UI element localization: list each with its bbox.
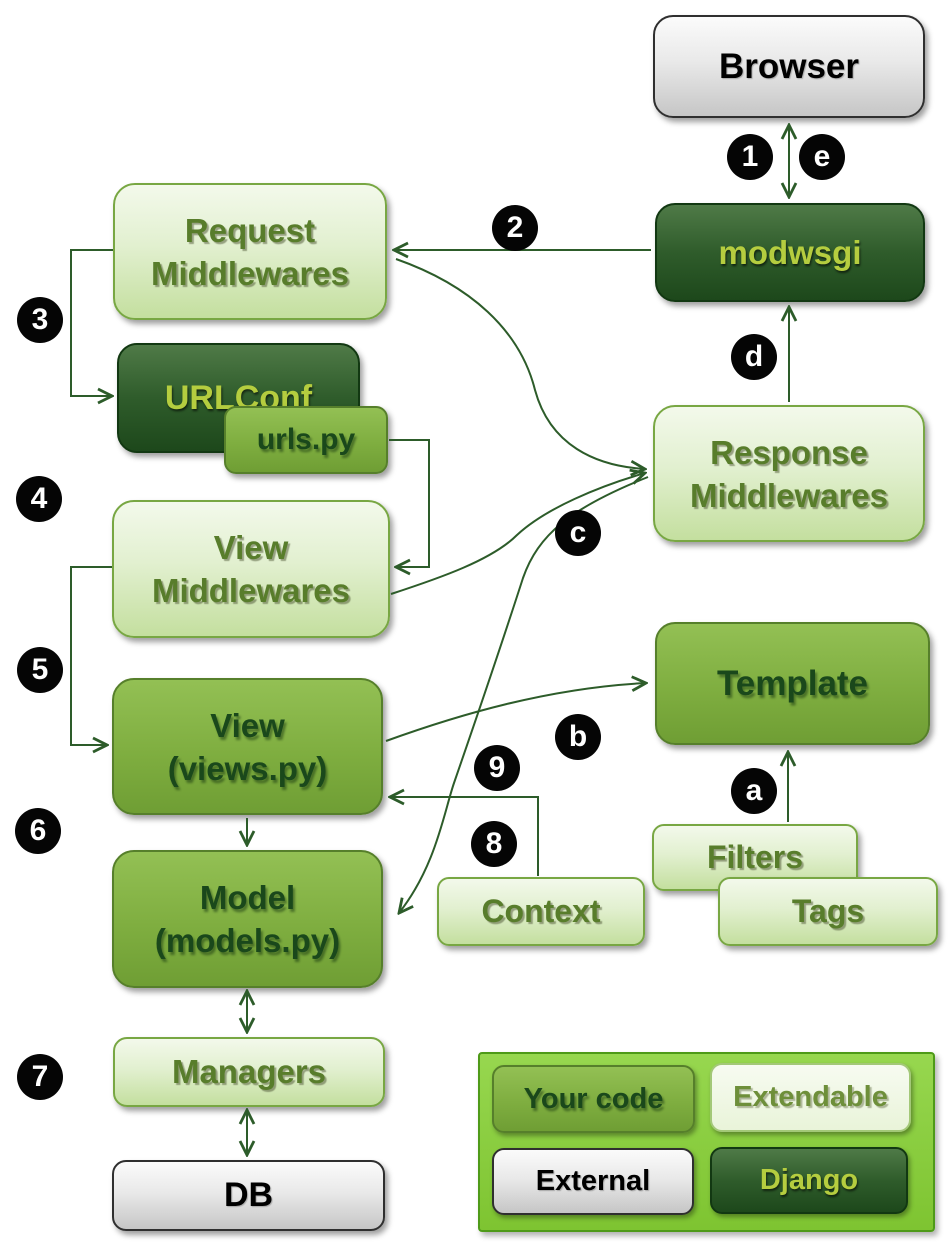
node-managers-label: Managers [171, 1053, 327, 1090]
node-model-line1: Model [199, 879, 296, 916]
legend-item-extendable: Extendable [710, 1063, 911, 1132]
legend-item-your-code: Your code [492, 1065, 695, 1133]
node-model-line2: (models.py) [154, 922, 341, 959]
badge-step-6: 6 [15, 808, 61, 854]
badge-step-3: 3 [17, 297, 63, 343]
edge-request-middlewares-response-middlewares [395, 258, 645, 469]
badge-step-2: 2 [492, 205, 538, 251]
badge-step-4: 4 [16, 476, 62, 522]
badge-step-5: 5 [17, 647, 63, 693]
badge-step-d: d [731, 334, 777, 380]
badge-step-9: 9 [474, 745, 520, 791]
node-view-line2: (views.py) [167, 749, 328, 787]
node-db: DB [112, 1160, 385, 1231]
node-context: Context [437, 877, 645, 946]
node-tags-label: Tags [791, 893, 865, 929]
node-tags: Tags [718, 877, 938, 946]
node-browser: Browser [653, 15, 925, 118]
node-view-middlewares-line1: View [213, 529, 289, 566]
legend-panel: Your code Extendable External Django [478, 1052, 935, 1232]
edge-urlspy-view-middlewares [389, 439, 430, 567]
node-response-middlewares: Response Middlewares [653, 405, 925, 542]
node-db-label: DB [223, 1176, 274, 1214]
node-template-label: Template [716, 663, 869, 703]
badge-step-c: c [555, 510, 601, 556]
edge-request-middlewares-urlconf [70, 249, 113, 396]
edge-response-middlewares-model [399, 476, 649, 913]
node-request-middlewares: Request Middlewares [113, 183, 387, 320]
node-view: View (views.py) [112, 678, 383, 815]
node-view-middlewares-line2: Middlewares [151, 572, 351, 609]
node-view-middlewares: View Middlewares [112, 500, 390, 638]
edge-view-middlewares-response-middlewares [390, 473, 645, 595]
edge-view-template [385, 683, 646, 742]
node-view-line1: View [210, 706, 285, 744]
edge-view-middlewares-view [70, 566, 112, 745]
node-template: Template [655, 622, 930, 745]
node-response-middlewares-line2: Middlewares [689, 476, 889, 514]
node-request-middlewares-line2: Middlewares [150, 254, 350, 292]
node-urls-py: urls.py [224, 406, 388, 474]
node-response-middlewares-line1: Response [710, 433, 868, 471]
node-modwsgi-label: modwsgi [718, 233, 862, 271]
node-context-label: Context [481, 893, 601, 929]
badge-step-a: a [731, 768, 777, 814]
node-browser-label: Browser [718, 46, 860, 86]
node-managers: Managers [113, 1037, 385, 1107]
node-filters-label: Filters [706, 839, 804, 875]
badge-step-8: 8 [471, 821, 517, 867]
node-urls-py-label: urls.py [256, 423, 356, 456]
node-modwsgi: modwsgi [655, 203, 925, 302]
node-request-middlewares-line1: Request [184, 211, 316, 249]
node-model: Model (models.py) [112, 850, 383, 988]
badge-step-1: 1 [727, 134, 773, 180]
legend-item-external: External [492, 1148, 694, 1215]
badge-step-7: 7 [17, 1054, 63, 1100]
legend-item-django: Django [710, 1147, 908, 1214]
badge-step-b: b [555, 714, 601, 760]
badge-step-e: e [799, 134, 845, 180]
